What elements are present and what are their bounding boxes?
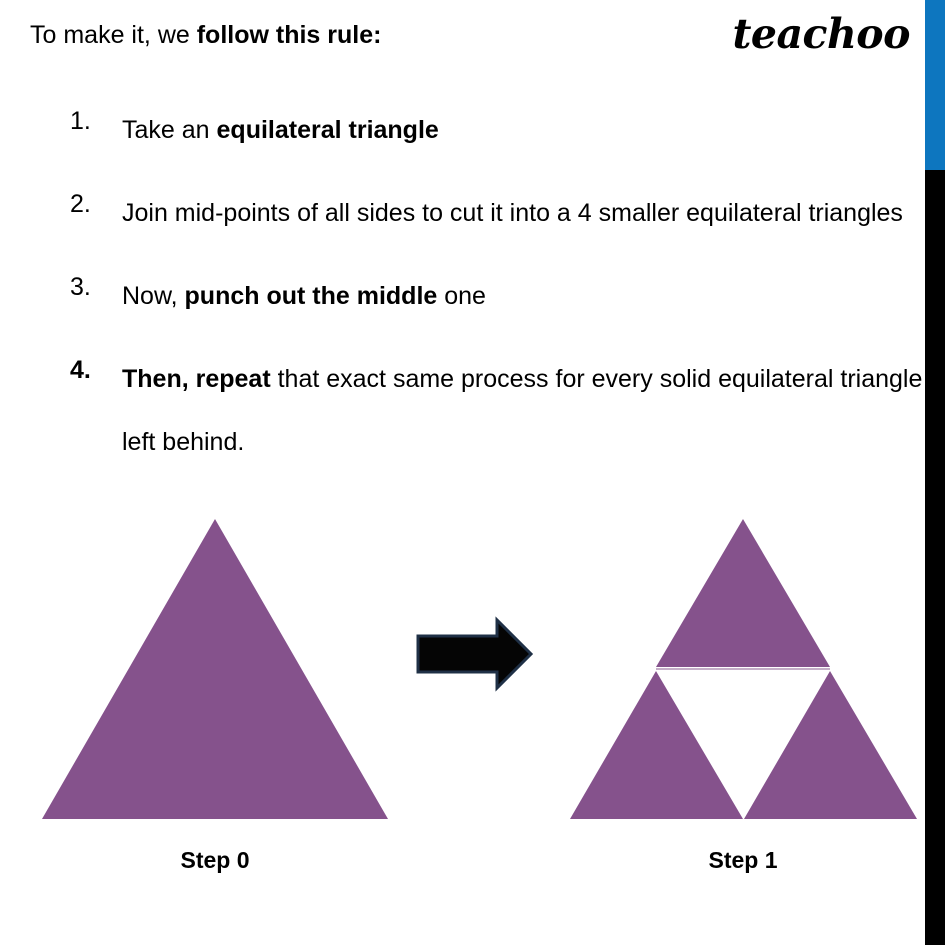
rule-item: 3. Now, punch out the middle one <box>70 265 930 328</box>
step0-caption: Step 0 <box>180 847 250 873</box>
rule-item-text: Now, punch out the middle one <box>122 265 930 328</box>
rule-text-plain: Now, <box>122 282 185 310</box>
edge-accent-strip-black <box>925 170 945 945</box>
rule-text-plain: one <box>437 282 486 310</box>
step1-sierpinski-group <box>570 519 917 819</box>
rule-text-plain: Take an <box>122 116 217 144</box>
step1-bottom-right-subtriangle <box>744 671 917 819</box>
step1-top-subtriangle <box>656 519 830 667</box>
rule-item-text: Then, repeat that exact same process for… <box>122 348 930 474</box>
rule-item-text: Join mid-points of all sides to cut it i… <box>122 182 930 245</box>
step1-caption: Step 1 <box>708 847 778 873</box>
rule-list: 1. Take an equilateral triangle 2. Join mid… <box>70 99 930 494</box>
rule-item-number: 2. <box>70 190 91 218</box>
edge-accent-strip-blue <box>925 0 945 170</box>
rule-item-number: 4. <box>70 356 91 384</box>
rule-text-plain: that exact same process for every solid … <box>122 365 923 456</box>
step0-solid-triangle <box>42 519 388 819</box>
teachoo-logo: teachoo <box>732 10 910 58</box>
rule-item-number: 3. <box>70 273 91 301</box>
intro-sentence: To make it, we follow this rule: <box>30 19 381 52</box>
rule-text-emphasis: equilateral triangle <box>216 116 439 144</box>
rule-item: 2. Join mid-points of all sides to cut it… <box>70 182 930 245</box>
rule-text-emphasis: Then, repeat <box>122 365 271 393</box>
rule-item: 4. Then, repeat that exact same process f… <box>70 348 930 474</box>
step1-bottom-left-subtriangle <box>570 671 743 819</box>
right-arrow-icon <box>416 616 534 692</box>
rule-item: 1. Take an equilateral triangle <box>70 99 930 162</box>
intro-emphasis-text: follow this rule: <box>196 21 382 49</box>
rule-item-text: Take an equilateral triangle <box>122 99 930 162</box>
rule-text-plain: Join mid-points of all sides to cut it i… <box>122 199 903 227</box>
rule-item-number: 1. <box>70 107 91 135</box>
rule-text-emphasis: punch out the middle <box>184 282 438 310</box>
intro-prefix-text: To make it, we <box>30 21 197 49</box>
